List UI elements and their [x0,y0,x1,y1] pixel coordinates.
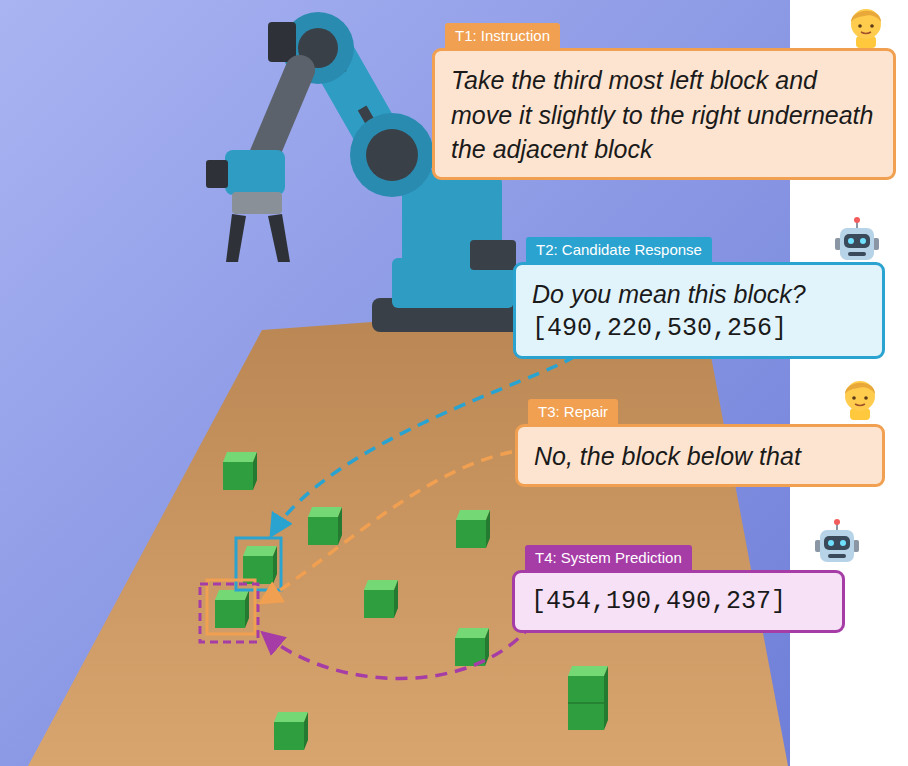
highlight-boxes-part [236,538,281,590]
callout-box: T2: Candidate ResponseDo you mean this b… [513,262,885,359]
blocks-part [364,580,398,618]
blocks-part [243,546,277,584]
highlight-boxes [200,538,281,642]
turn-tag: T1: Instruction [445,23,560,48]
robot-icon-part [828,540,834,546]
robot-icon-part [828,554,846,558]
robot-icon-part [848,252,866,256]
person-icon-part [845,383,875,394]
blocks-part [568,666,608,676]
blocks-part [223,452,257,490]
turn-tag: T4: System Prediction [525,545,692,570]
person-icon-part [855,404,865,406]
robot-arm-part [206,160,228,188]
person-icon-part [851,9,881,39]
blocks-part [568,702,604,704]
blocks-part [215,590,249,628]
bounding-box-coords: [454,190,490,237] [531,585,826,620]
person-icon-part [864,396,868,400]
robot-icon-part [834,519,840,525]
person-icon [842,2,890,50]
robot-arm-part [350,113,434,197]
callout-box: T1: InstructionTake the third most left … [432,48,896,180]
blocks-part [568,676,604,730]
robot-icon-part [844,234,870,248]
turn-tag: T2: Candidate Response [526,237,712,262]
blocks-part [274,712,308,750]
callout-box: T3: RepairNo, the block below that [515,424,885,487]
robot-icon-part [820,530,854,562]
bounding-box-coords: [490,220,530,256] [532,312,866,347]
turn-tag: T3: Repair [528,399,618,424]
robot-arm-part [268,22,296,62]
blocks-part [456,510,490,548]
robot-arm-part [366,129,418,181]
person-icon-part [870,24,874,28]
robot-icon-part [860,238,866,244]
highlight-boxes-part [207,580,255,634]
robot-arm-part [226,214,246,262]
blocks-part [308,507,342,545]
robot-arm-part [470,240,516,270]
blocks-part [604,666,608,730]
person-icon-part [858,24,862,28]
person-icon [836,374,884,422]
robot-arm-part [225,150,285,195]
person-icon-part [845,381,875,411]
robot-arm-part [268,214,290,262]
person-icon-part [861,32,871,34]
robot-icon [832,216,882,266]
person-icon-part [851,11,881,22]
callout-box: T4: System Prediction[454,190,490,237] [512,570,845,633]
robot-icon-part [824,536,850,550]
utterance-text: Do you mean this block? [532,277,866,312]
pointer-arrows-part [264,624,532,679]
person-icon-part [852,396,856,400]
background-part [28,298,788,766]
robot-icon-part [854,217,860,223]
pointer-arrows-part [262,452,512,602]
robot-icon-part [840,228,874,260]
utterance-text: Take the third most left block and move … [451,63,877,167]
robot-icon [812,518,862,568]
robot-arm-part [232,192,282,214]
utterance-text: No, the block below that [534,439,866,474]
robot-icon-part [840,540,846,546]
highlight-boxes-part [200,584,258,642]
robot-icon-part [848,238,854,244]
